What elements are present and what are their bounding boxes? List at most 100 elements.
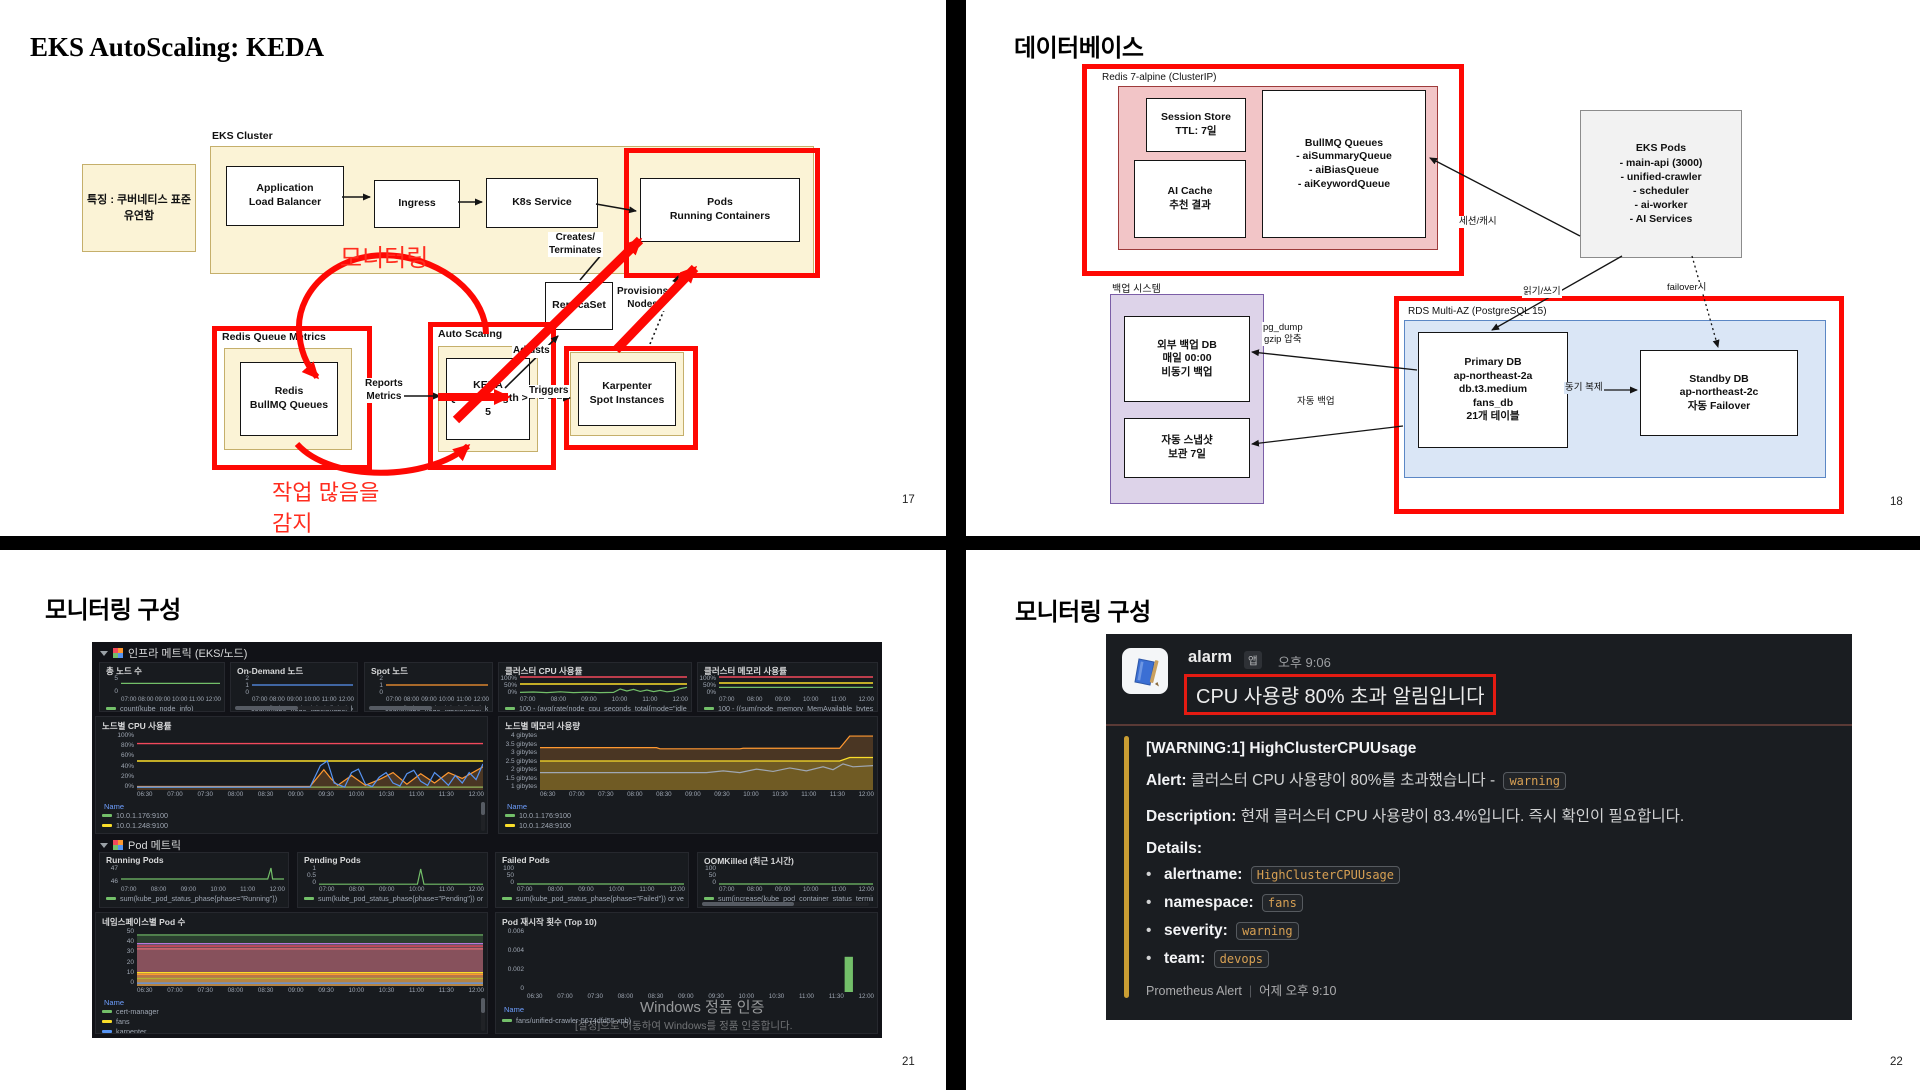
bullet-icon: • bbox=[1146, 922, 1152, 939]
panel-title: Spot 노드 bbox=[371, 666, 408, 676]
message-time: 오후 9:06 bbox=[1278, 655, 1331, 670]
detail-value-chip: devops bbox=[1213, 950, 1270, 968]
detail-label: team: bbox=[1164, 950, 1206, 967]
horizontal-scrollbar bbox=[369, 706, 484, 710]
page-title: 데이터베이스 bbox=[1014, 35, 1144, 62]
node-alb: Application Load Balancer bbox=[226, 166, 344, 226]
detail-label: namespace: bbox=[1164, 894, 1254, 911]
windows-watermark-line2: [설정]으로 이동하여 Windows를 정품 인증합니다. bbox=[575, 1020, 793, 1032]
panel-title: Running Pods bbox=[106, 855, 164, 865]
footer-separator: | bbox=[1248, 984, 1253, 998]
node-ingress: Ingress bbox=[374, 180, 460, 228]
edge-pg-dump: pg_dump gzip 압축 bbox=[1262, 322, 1304, 346]
backup-group-label: 백업 시스템 bbox=[1112, 284, 1161, 295]
detail-label: alertname: bbox=[1164, 866, 1243, 883]
panel-chart bbox=[520, 675, 687, 695]
detail-item: • namespace: fans bbox=[1146, 894, 1303, 912]
redis-metrics-label: Redis Queue Metrics bbox=[222, 331, 326, 343]
alert-label: Alert: bbox=[1146, 772, 1187, 789]
description-label: Description: bbox=[1146, 808, 1237, 825]
detail-item: •alertname: HighClusterCPUUsage bbox=[1146, 866, 1400, 884]
panel-chart bbox=[121, 865, 284, 885]
autoscaling-label: Auto Scaling bbox=[438, 328, 503, 340]
panel-title: Pending Pods bbox=[304, 855, 361, 865]
legend-item: sum(kube_pod_status_phase{phase="Failed"… bbox=[502, 894, 684, 903]
legend-item: cert-manager bbox=[102, 1007, 483, 1016]
horizontal-scrollbar bbox=[702, 902, 869, 906]
legend-item: 10.0.1.176:9100 bbox=[505, 811, 873, 820]
panel-chart bbox=[121, 675, 220, 695]
vertical-scrollbar bbox=[481, 998, 485, 1031]
page-number: 21 bbox=[902, 1056, 915, 1068]
panel-title: 클러스터 CPU 사용률 bbox=[505, 666, 583, 676]
page-number: 17 bbox=[902, 494, 915, 506]
book-pencil-icon bbox=[1134, 658, 1159, 687]
node-redis-bullmq: Redis BullMQ Queues bbox=[240, 362, 338, 436]
detail-item: •team: devops bbox=[1146, 950, 1270, 968]
legend-item: sum(kube_pod_status_phase{phase="Running… bbox=[106, 894, 284, 903]
node-ext-backup: 외부 백업 DB 매일 00:00 비동기 백업 bbox=[1124, 316, 1250, 402]
detail-value-chip: warning bbox=[1236, 922, 1299, 940]
legend-name-header: Name bbox=[507, 802, 528, 811]
edge-reports-metrics: Reports Metrics bbox=[364, 378, 404, 403]
legend-item: 10.0.1.176:9100 bbox=[102, 811, 483, 820]
node-standby-db: Standby DB ap-northeast-2c 자동 Failover bbox=[1640, 350, 1798, 436]
panel-chart bbox=[719, 865, 873, 885]
footer-source: Prometheus Alert bbox=[1146, 984, 1242, 998]
legend-item: sum(kube_pod_status_phase{phase="Pending… bbox=[304, 894, 483, 903]
legend-item: fans/unified-crawler-5674dfd55-xpb) bbox=[502, 1016, 873, 1025]
detail-value-chip: fans bbox=[1261, 894, 1303, 912]
node-ai-cache: AI Cache 추천 결과 bbox=[1134, 160, 1246, 238]
legend-item: 10.0.1.65:9100 bbox=[505, 831, 873, 833]
windows-watermark-line1: Windows 정품 인증 bbox=[640, 999, 765, 1016]
edge-auto-backup: 자동 백업 bbox=[1296, 396, 1336, 408]
legend-item: 10.0.1.248:9100 bbox=[102, 821, 483, 830]
panel-chart bbox=[137, 928, 483, 986]
legend-item: 100 - (avg(rate(node_cpu_seconds_total{m… bbox=[505, 704, 687, 711]
legend-item: count(kube_node_info) bbox=[106, 704, 220, 711]
edge-failover: failover시 bbox=[1666, 282, 1708, 294]
legend-item: 100 - ((sum(node_memory_MemAvailable_byt… bbox=[704, 704, 873, 711]
page-number: 18 bbox=[1890, 496, 1903, 508]
panel-title: 총 노드 수 bbox=[106, 666, 143, 676]
alert-chip: warning bbox=[1503, 772, 1567, 790]
legend-name-header: Name bbox=[104, 998, 125, 1007]
page-title: 모니터링 구성 bbox=[1015, 599, 1151, 626]
panel-title: OOMKilled (최근 1시간) bbox=[704, 856, 794, 866]
edge-creates-terminates: Creates/ Terminates bbox=[548, 232, 603, 257]
panel-y-axis: 100%80%60%40%20%0% bbox=[117, 732, 134, 790]
detail-item: • severity: warning bbox=[1146, 922, 1299, 940]
eks-cluster-label: EKS Cluster bbox=[212, 130, 273, 142]
detail-label: severity: bbox=[1164, 922, 1228, 939]
panel-title: On-Demand 노드 bbox=[237, 666, 304, 676]
bullet-icon: • bbox=[1146, 866, 1152, 883]
page-title: 모니터링 구성 bbox=[45, 597, 181, 624]
panel-group-icon bbox=[113, 648, 123, 658]
app-badge: 앱 bbox=[1244, 651, 1262, 669]
edge-sync-replication: 동기 복제 bbox=[1564, 382, 1604, 394]
slide-slack: 모니터링 구성 alarm 앱 오후 9:06 CPU 사용량 80% 초과 알… bbox=[966, 550, 1920, 1090]
panel-title: 클러스터 메모리 사용률 bbox=[704, 666, 787, 676]
legend-item: fans bbox=[102, 1017, 483, 1026]
rds-group-label: RDS Multi-AZ (PostgreSQL 15) bbox=[1408, 306, 1547, 317]
sender-name: alarm bbox=[1188, 648, 1233, 666]
description-line: Description: 현재 클러스터 CPU 사용량이 83.4%입니다. … bbox=[1146, 804, 1684, 826]
bullet-icon: • bbox=[1146, 894, 1152, 911]
